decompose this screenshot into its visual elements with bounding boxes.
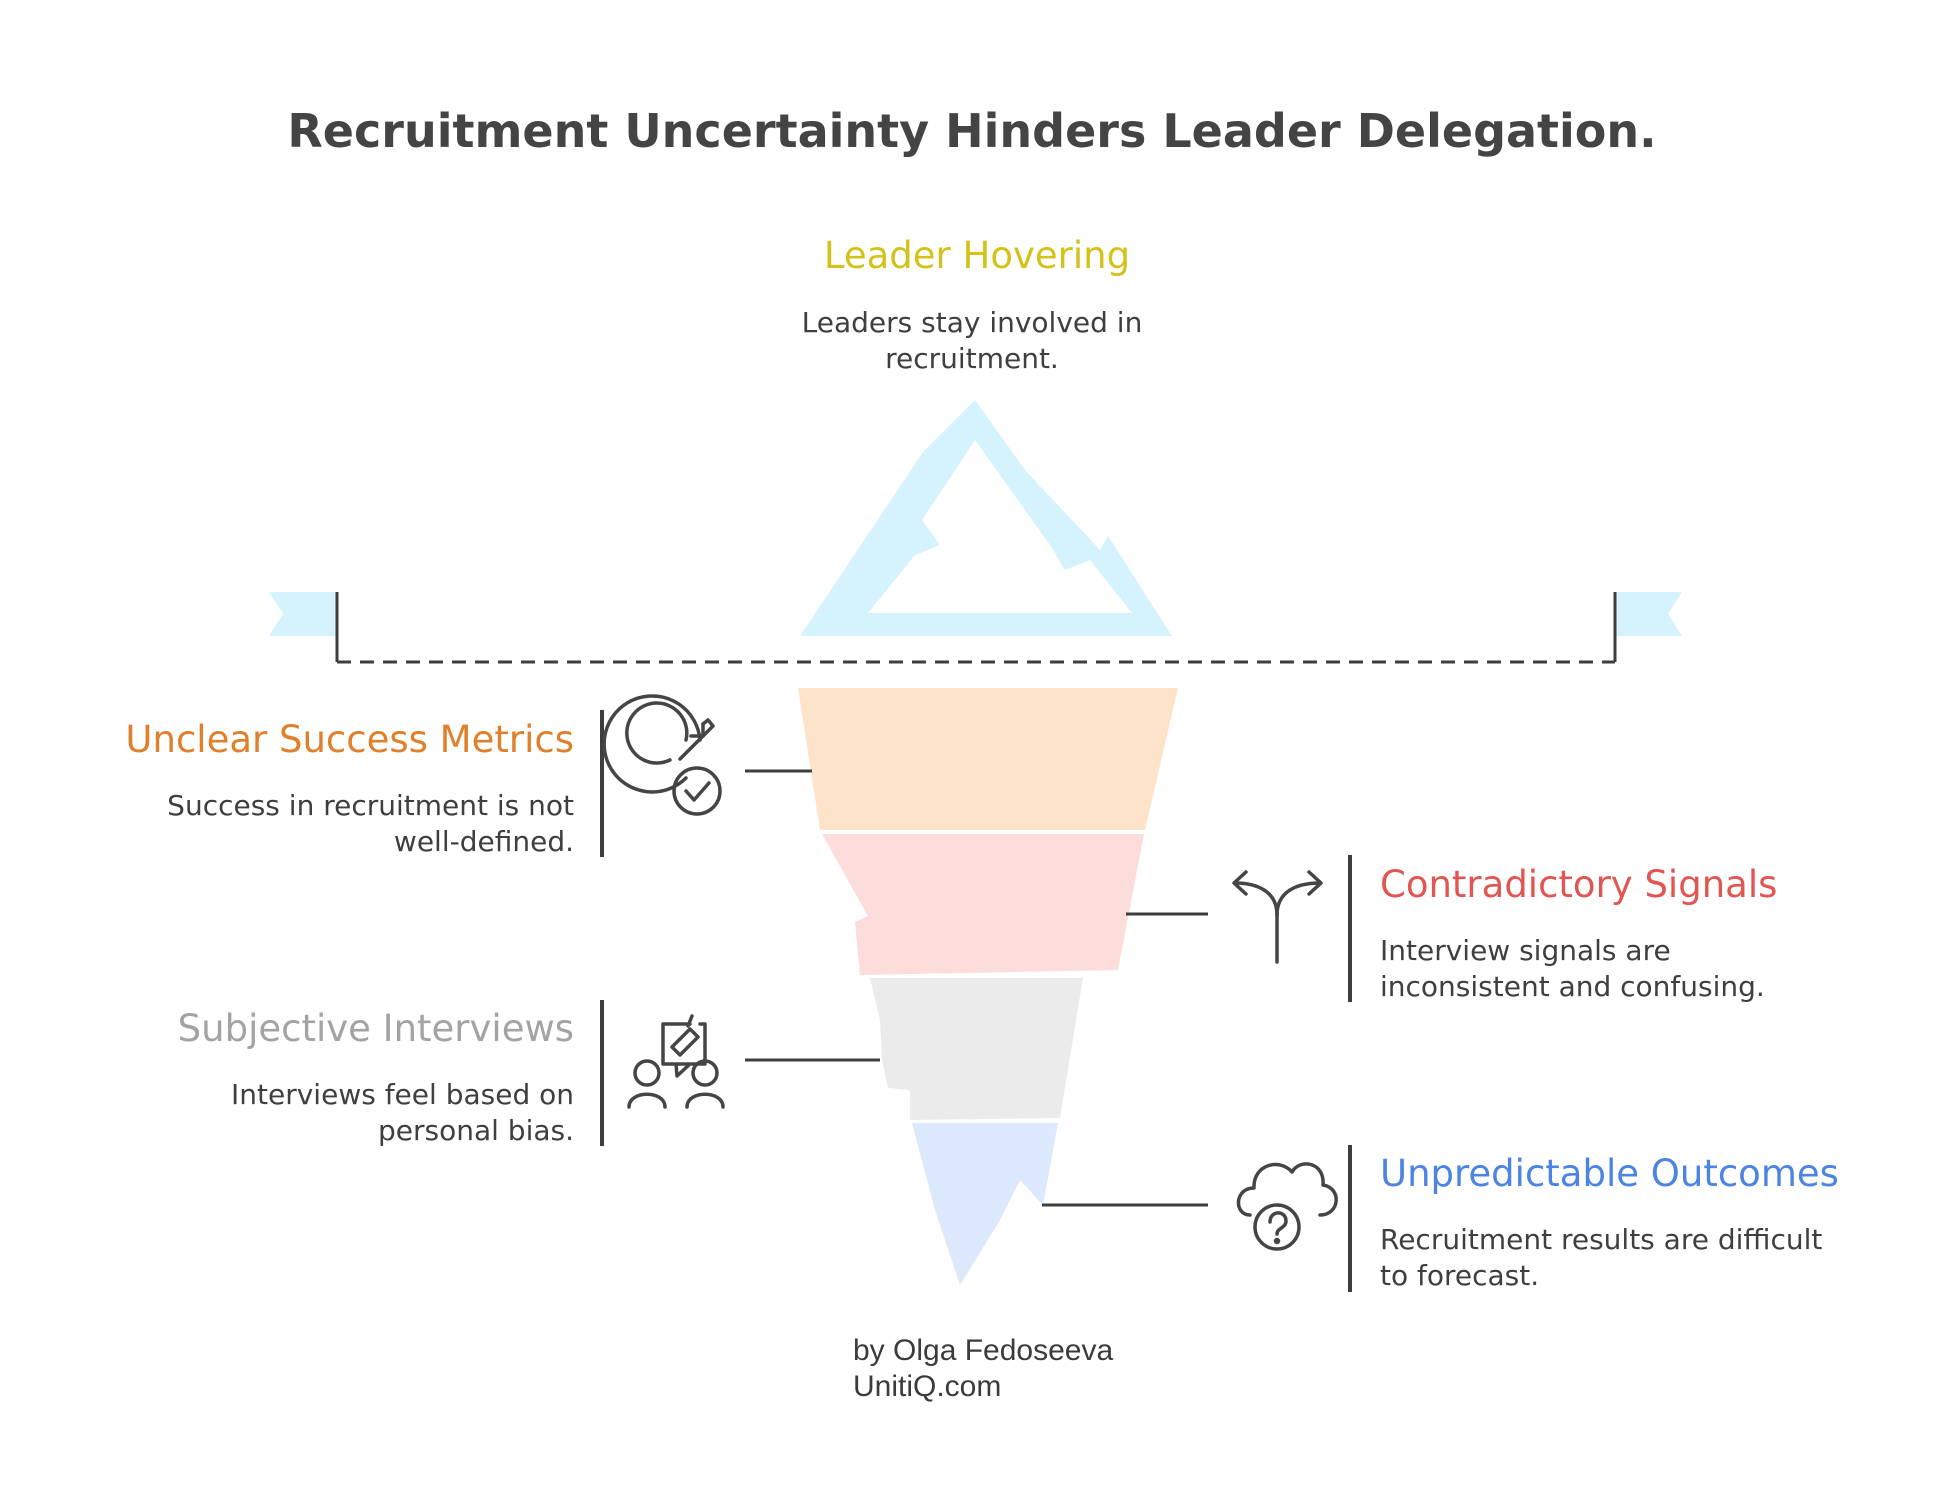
top-desc-line-1: Leaders stay involved in xyxy=(802,306,1143,339)
waterline-flag-right xyxy=(1616,592,1682,636)
credit-author: by Olga Fedoseeva xyxy=(853,1334,1113,1367)
iceberg-layer-2 xyxy=(822,834,1144,975)
credit-site: UnitiQ.com xyxy=(853,1370,1001,1403)
iceberg-layer-4 xyxy=(912,1123,1058,1285)
layer-2-desc-line-2: inconsistent and confusing. xyxy=(1380,970,1765,1003)
layer-3-desc-line-1: Interviews feel based on xyxy=(231,1078,574,1111)
interview-people-icon xyxy=(627,1014,725,1109)
layer-4-heading: Unpredictable Outcomes xyxy=(1380,1152,1839,1195)
layer-3-desc-line-2: personal bias. xyxy=(378,1114,574,1147)
top-heading: Leader Hovering xyxy=(824,234,1130,277)
target-check-icon xyxy=(602,694,722,816)
layer-4-desc-line-2: to forecast. xyxy=(1380,1259,1539,1292)
page-title: Recruitment Uncertainty Hinders Leader D… xyxy=(287,104,1656,158)
layer-1-heading: Unclear Success Metrics xyxy=(125,718,574,761)
layer-4-desc-line-1: Recruitment results are difficult xyxy=(1380,1223,1822,1256)
iceberg-tip xyxy=(800,400,1172,636)
iceberg-layer-3 xyxy=(870,978,1083,1120)
split-arrow-icon xyxy=(1232,870,1323,964)
iceberg-layer-1 xyxy=(798,688,1178,830)
cloud-question-icon xyxy=(1236,1162,1338,1251)
layer-1-desc-line-2: well-defined. xyxy=(394,825,574,858)
top-desc-line-2: recruitment. xyxy=(885,342,1059,375)
layer-3-heading: Subjective Interviews xyxy=(178,1007,574,1050)
layer-1-desc-line-1: Success in recruitment is not xyxy=(167,789,574,822)
waterline-flag-left xyxy=(269,592,336,636)
layer-2-heading: Contradictory Signals xyxy=(1380,863,1777,906)
layer-2-desc-line-1: Interview signals are xyxy=(1380,934,1671,967)
